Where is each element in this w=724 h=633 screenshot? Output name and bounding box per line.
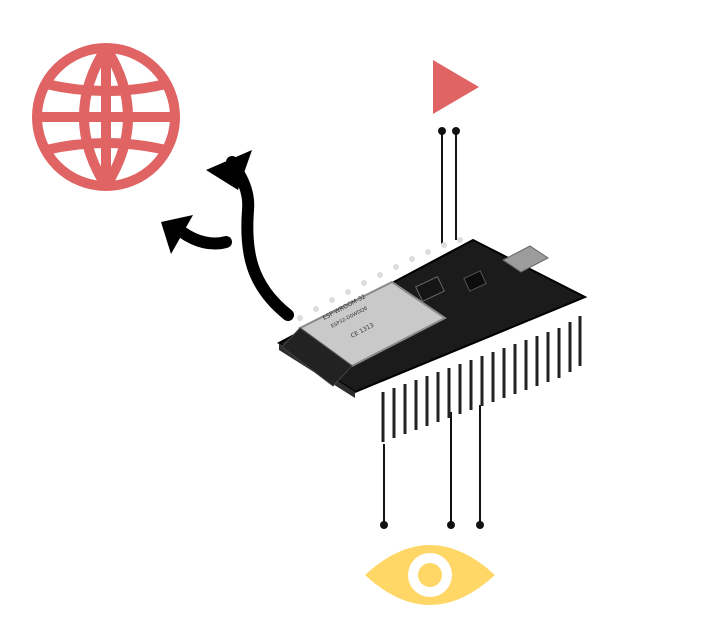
wifi-signal-arrows-icon — [161, 150, 288, 315]
top-connector-lines — [439, 128, 459, 244]
play-icon — [433, 60, 479, 114]
esp32-board: ESP-WROOM-32 ESP32-D0WDQ6 CE 1313 — [279, 237, 585, 442]
bottom-connector-lines — [381, 405, 483, 528]
globe-icon — [37, 48, 175, 186]
eye-icon — [365, 545, 495, 605]
